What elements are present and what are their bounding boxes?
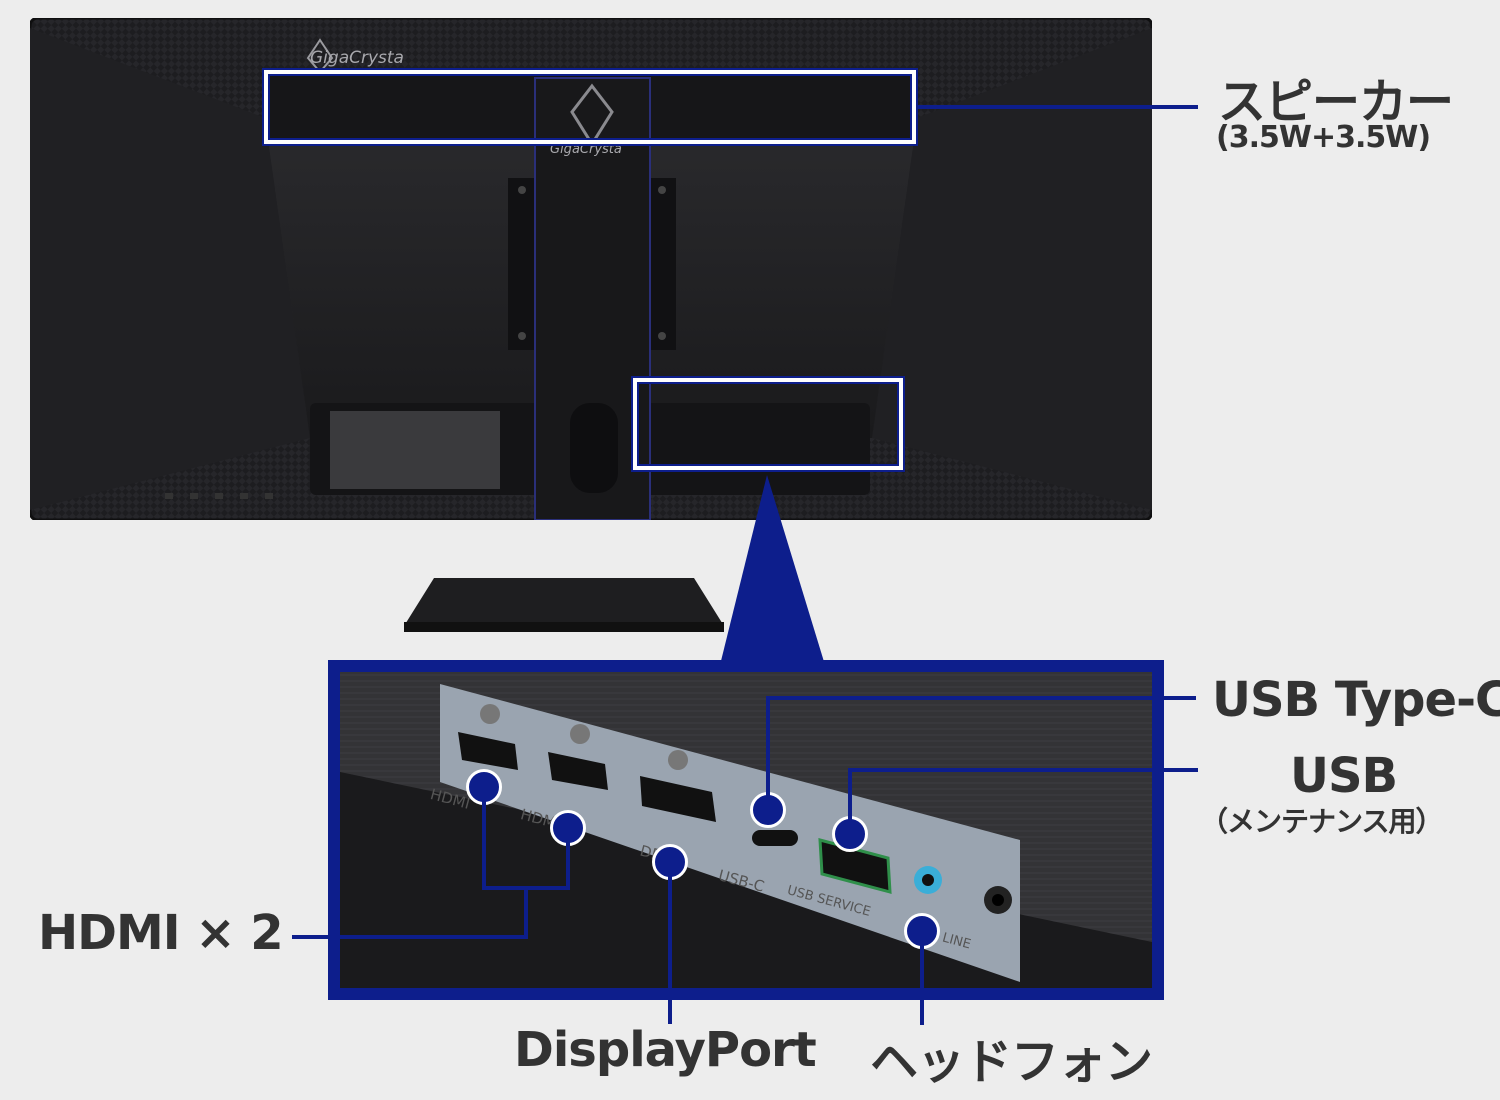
- headphone-label: ヘッドフォン: [870, 1034, 1153, 1090]
- hdmi-leader: [292, 935, 528, 939]
- displayport-marker: [652, 844, 688, 880]
- stand-base: [404, 578, 724, 632]
- speaker-label: スピーカー: [1218, 74, 1454, 130]
- usb-leader-v: [848, 768, 852, 820]
- hdmi1-marker: [466, 769, 502, 805]
- displayport-label: DisplayPort: [514, 1022, 817, 1078]
- usb-type-c-label: USB Type-C: [1212, 672, 1500, 728]
- port-highlight-box: [633, 378, 903, 470]
- zoom-pointer: [720, 475, 825, 665]
- headphone-marker: [904, 913, 940, 949]
- monitor-logo: GigaCrysta: [310, 48, 404, 68]
- usb-type-c-leader-v: [766, 696, 770, 796]
- usb-marker: [832, 816, 868, 852]
- usb-type-c-marker: [750, 792, 786, 828]
- speaker-leader-line: [916, 105, 1198, 109]
- usb-leader-h: [848, 768, 1198, 772]
- hdmi-drop: [524, 886, 528, 938]
- hdmi2-marker: [550, 810, 586, 846]
- port-zoom-panel: HDMI HDMI 2 DP USB-C USB SERVICE LINE: [328, 660, 1164, 1000]
- speaker-highlight-box: [264, 70, 916, 144]
- usb-type-c-leader-h: [766, 696, 1196, 700]
- stand-logo: GigaCrysta: [550, 142, 622, 157]
- speaker-spec: (3.5W+3.5W): [1216, 120, 1431, 155]
- hdmi-label: HDMI × 2: [38, 905, 284, 961]
- displayport-leader: [668, 876, 672, 1024]
- hdmi2-leader: [566, 842, 570, 890]
- usb-spec: （メンテナンス用）: [1200, 805, 1443, 838]
- usb-label: USB: [1290, 748, 1398, 804]
- hdmi1-leader: [482, 800, 486, 890]
- headphone-leader: [920, 945, 924, 1025]
